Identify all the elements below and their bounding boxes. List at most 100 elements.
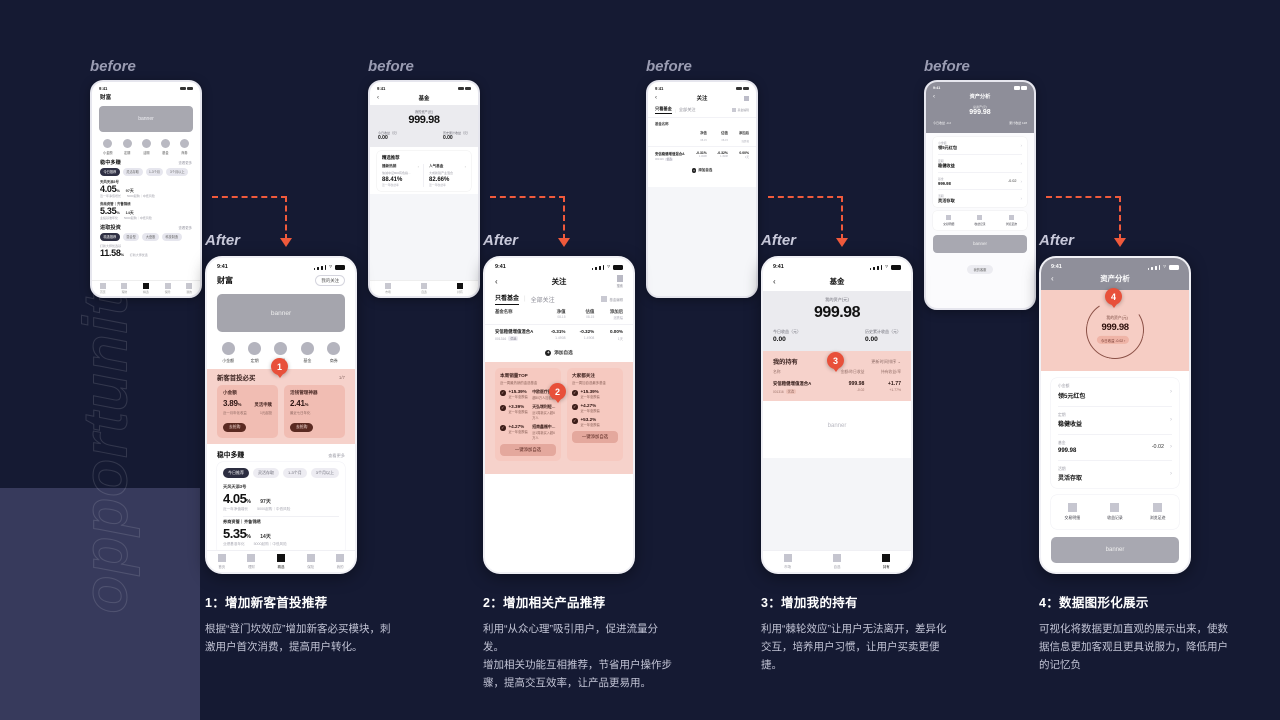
my-watchlist-button[interactable]: 我的关注 (315, 275, 345, 286)
segment-all[interactable]: 全部关注 (530, 297, 555, 304)
back-icon[interactable]: ‹ (377, 95, 379, 101)
quick-action[interactable]: 交易明细 (943, 215, 954, 226)
check-icon[interactable]: ✓ (500, 405, 506, 411)
asset-item[interactable]: 活期灵活存取› (938, 193, 1022, 203)
tab-home[interactable]: 首页 (99, 283, 106, 294)
segment-funds[interactable]: 只看基金 (495, 293, 520, 305)
check-icon[interactable]: ✓ (572, 390, 578, 396)
rec-card-0[interactable]: 播新热销› 信诚中证800有色指... 88.41% 近一年收益率 (382, 164, 424, 187)
segment-funds[interactable]: 只看基金 (655, 106, 672, 114)
segment-all[interactable]: 全部关注 (678, 107, 696, 112)
check-icon[interactable]: ✓ (572, 404, 578, 410)
quick-icon-4[interactable]: 商券 (327, 342, 341, 364)
tab-mine[interactable]: 我的 (336, 554, 345, 569)
add-favorite-button[interactable]: + 添加自选 (691, 168, 713, 173)
quick-icon-3[interactable]: 基金 (300, 342, 314, 364)
tab-watchlist[interactable]: 自选 (421, 283, 427, 294)
asset-item[interactable]: 小金额领5元红包› (938, 137, 1022, 155)
quick-icon-2[interactable]: 活期 (141, 139, 151, 155)
banner[interactable]: banner (827, 422, 847, 429)
quick-action-history[interactable]: 浏览足迹 (1150, 503, 1165, 521)
back-icon[interactable]: ‹ (933, 93, 935, 100)
quick-action[interactable]: 收益记录 (974, 215, 986, 226)
check-icon[interactable]: ✓ (500, 425, 506, 431)
buy-button[interactable]: 去抢购 (290, 422, 314, 432)
rec-item[interactable]: ✓+4.27%近一年涨跌幅 (572, 403, 600, 413)
chip[interactable]: 今日推荐 (100, 167, 120, 176)
banner[interactable]: banner (217, 294, 345, 332)
search-icon[interactable] (744, 95, 749, 101)
col-add[interactable]: 添加后涨跌幅 (609, 309, 623, 320)
chip[interactable]: 灵活存取 (253, 467, 279, 478)
quick-icon-4[interactable]: 商券 (179, 139, 189, 155)
back-icon[interactable]: ‹ (773, 277, 776, 286)
quick-action[interactable]: 浏览足迹 (1006, 215, 1017, 226)
chip[interactable]: 1-3个月 (283, 467, 307, 478)
tab-market[interactable]: 市场 (783, 554, 792, 569)
rec-item[interactable]: ✓+4.27%近一年涨跌幅招商鑫福中短债债...近1周新买入超6万人 (500, 424, 556, 440)
today-profit-chip[interactable]: 今日收益 -0.02 › (1096, 335, 1130, 344)
asset-item[interactable]: 活期灵活存取› (1058, 466, 1172, 483)
rec-item[interactable]: ✓+3.39%近一年涨跌幅天弘增利短债债券C近1周新买入超6万人 (500, 404, 556, 420)
search-button[interactable]: 搜索 (616, 275, 623, 288)
add-all-button[interactable]: 一键添加自选 (500, 444, 556, 456)
asset-item[interactable]: 定期稳健收益› (938, 155, 1022, 173)
banner[interactable]: banner (933, 234, 1027, 253)
quick-icon-1[interactable]: 定期 (122, 139, 132, 155)
asset-item[interactable]: 小金额领5元红包› (1058, 378, 1172, 407)
back-icon[interactable]: ‹ (495, 277, 498, 286)
tab-holdings[interactable]: 持有 (882, 554, 891, 569)
chip[interactable]: 精选推荐 (100, 232, 120, 241)
chip[interactable]: 大盘股 (142, 232, 159, 241)
quick-action-earnings[interactable]: 收益记录 (1107, 503, 1123, 521)
tab-market[interactable]: 市场 (385, 283, 391, 294)
chip[interactable]: 1-3个月 (145, 167, 164, 176)
quick-action-transactions[interactable]: 交易明细 (1065, 503, 1080, 521)
check-icon[interactable]: ✓ (500, 390, 506, 396)
quick-icon-3[interactable]: 基金 (160, 139, 170, 155)
product-row[interactable]: 打新大师优选基 11.58%打新大师优选 (92, 243, 200, 260)
product-card[interactable]: 活钱管理神器 2.41% 最近七日年化 去抢购 (284, 384, 345, 438)
support-button[interactable]: 我的客服 (966, 264, 994, 274)
quick-icon-0[interactable]: 小金额 (221, 342, 235, 364)
buy-button[interactable]: 去抢购 (223, 422, 247, 432)
more-link[interactable]: 查看更多 (328, 452, 345, 458)
chip[interactable]: 3个月以上 (310, 467, 340, 478)
rec-item[interactable]: ✓+53.2%近一年涨跌幅 (572, 417, 600, 427)
banner[interactable]: banner (1051, 537, 1179, 563)
add-all-button[interactable]: 一键添加自选 (572, 431, 618, 443)
quick-icon-1[interactable]: 定期 (248, 342, 262, 364)
tab-watchlist[interactable]: 自选 (832, 554, 841, 569)
rec-item[interactable]: ✓+15.39%近一年涨跌幅 (572, 389, 600, 399)
back-icon[interactable]: ‹ (655, 95, 657, 101)
tab-selected[interactable]: 精选 (276, 554, 285, 569)
tab-finance[interactable]: 理财 (121, 283, 128, 294)
tab-holdings[interactable]: 持有 (457, 283, 463, 294)
chip[interactable]: 今日推荐 (223, 467, 249, 478)
chip[interactable]: 科技制造 (161, 232, 182, 241)
tab-home[interactable]: 首页 (217, 554, 226, 569)
asset-item[interactable]: 定期稳健收益› (1058, 407, 1172, 435)
check-icon[interactable]: ✓ (572, 418, 578, 424)
back-icon[interactable]: ‹ (1051, 274, 1054, 283)
edit-button[interactable]: 基金编辑 (601, 296, 623, 302)
chip[interactable]: 混合型 (122, 232, 140, 241)
tab-selected[interactable]: 精选 (142, 283, 149, 294)
banner[interactable]: banner (99, 106, 193, 132)
rec-card-1[interactable]: 人气基金› 大成新锐产业混合 82.66% 近一年收益率 (429, 164, 466, 187)
tab-mine[interactable]: 我的 (186, 283, 193, 294)
rec-item[interactable]: ✓+15.39%近一年涨跌幅中欧医疗健康混合C超80万人加自选 (500, 389, 556, 400)
tab-insurance[interactable]: 保险 (306, 554, 315, 569)
more-link[interactable]: 查看更多 (178, 160, 192, 165)
